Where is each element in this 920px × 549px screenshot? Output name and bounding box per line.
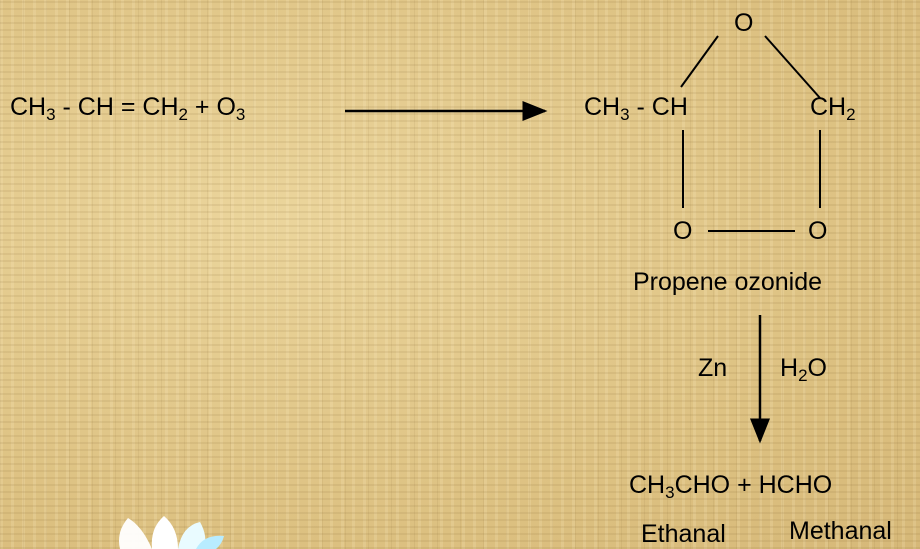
bond-o-top-left — [680, 35, 719, 88]
ozonide-bottom-right-oxygen: O — [808, 217, 828, 245]
ozonide-name: Propene ozonide — [633, 268, 823, 296]
bond-o-top-right — [764, 35, 821, 99]
reagent-water: H2O — [780, 354, 827, 385]
lotus-decoration-icon — [119, 516, 224, 549]
ozonide-bottom-left-oxygen: O — [673, 217, 693, 245]
product-name-methanal: Methanal — [789, 517, 892, 545]
reagent-zn: Zn — [698, 354, 728, 382]
ozonide-top-oxygen: O — [734, 9, 754, 37]
reactant-formula: CH3 - CH = CH2 + O3 — [10, 93, 246, 124]
products-formula: CH3CHO + HCHO — [629, 471, 833, 502]
product-name-ethanal: Ethanal — [641, 520, 726, 548]
ozonide-right-group: CH2 — [810, 93, 856, 124]
ozonide-left-group: CH3 - CH — [584, 93, 688, 124]
